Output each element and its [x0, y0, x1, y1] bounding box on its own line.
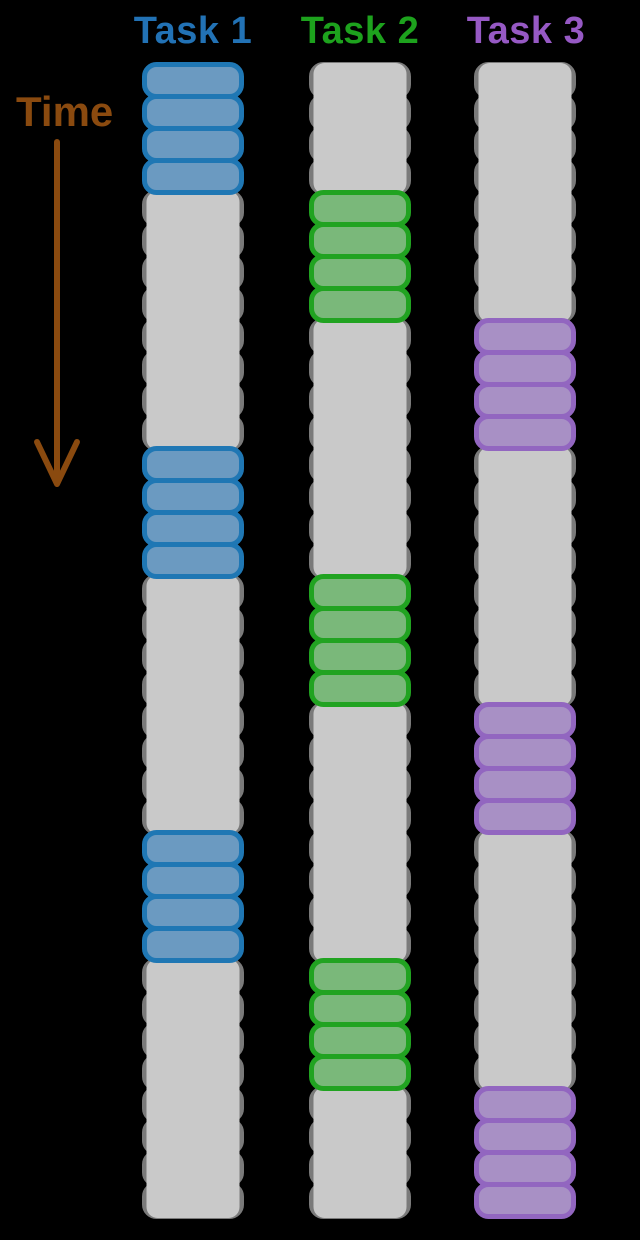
task-1-active-time-slice	[142, 446, 244, 483]
idle-run-surface	[146, 959, 240, 1218]
idle-run-surface	[146, 191, 240, 450]
task-3-active-time-slice	[474, 382, 576, 419]
task-1-label: Task 1	[133, 10, 253, 52]
task-2-active-time-slice	[309, 286, 411, 323]
idle-run-surface	[478, 447, 572, 706]
task-1-active-time-slice	[142, 510, 244, 547]
task-2-active-time-slice	[309, 222, 411, 259]
task-1-active-time-slice	[142, 926, 244, 963]
task-2-label: Task 2	[300, 10, 420, 52]
idle-run-surface	[478, 831, 572, 1090]
task-2-active-time-slice	[309, 958, 411, 995]
task-3-active-time-slice	[474, 318, 576, 355]
task-2-active-time-slice	[309, 190, 411, 227]
task-3-active-time-slice	[474, 1118, 576, 1155]
idle-run-surface	[313, 319, 407, 578]
task-1-active-time-slice	[142, 542, 244, 579]
task-2-active-time-slice	[309, 638, 411, 675]
time-axis-label: Time	[16, 88, 114, 135]
task-1-active-time-slice	[142, 62, 244, 99]
task-1-active-time-slice	[142, 830, 244, 867]
task-1-active-time-slice	[142, 158, 244, 195]
task-3-active-time-slice	[474, 734, 576, 771]
time-arrow-icon	[34, 139, 80, 487]
task-1-active-time-slice	[142, 862, 244, 899]
task-1-active-time-slice	[142, 126, 244, 163]
task-3-label: Task 3	[466, 10, 586, 52]
task-2-active-time-slice	[309, 254, 411, 291]
idle-run-surface	[313, 63, 407, 194]
task-2-timeline	[309, 62, 411, 1219]
task-3-active-time-slice	[474, 1182, 576, 1219]
task-2-active-time-slice	[309, 670, 411, 707]
idle-run-surface	[313, 1087, 407, 1218]
task-2-active-time-slice	[309, 1022, 411, 1059]
idle-run-surface	[146, 575, 240, 834]
task-1-active-time-slice	[142, 478, 244, 515]
task-1-active-time-slice	[142, 94, 244, 131]
task-1-timeline	[142, 62, 244, 1219]
idle-run-surface	[478, 63, 572, 322]
task-2-active-time-slice	[309, 990, 411, 1027]
task-3-timeline	[474, 62, 576, 1219]
task-3-active-time-slice	[474, 414, 576, 451]
idle-run-surface	[313, 703, 407, 962]
task-2-active-time-slice	[309, 1054, 411, 1091]
task-3-active-time-slice	[474, 350, 576, 387]
task-1-active-time-slice	[142, 894, 244, 931]
task-3-active-time-slice	[474, 1150, 576, 1187]
task-2-active-time-slice	[309, 606, 411, 643]
task-3-active-time-slice	[474, 798, 576, 835]
task-2-active-time-slice	[309, 574, 411, 611]
task-3-active-time-slice	[474, 766, 576, 803]
task-3-active-time-slice	[474, 1086, 576, 1123]
task-3-active-time-slice	[474, 702, 576, 739]
